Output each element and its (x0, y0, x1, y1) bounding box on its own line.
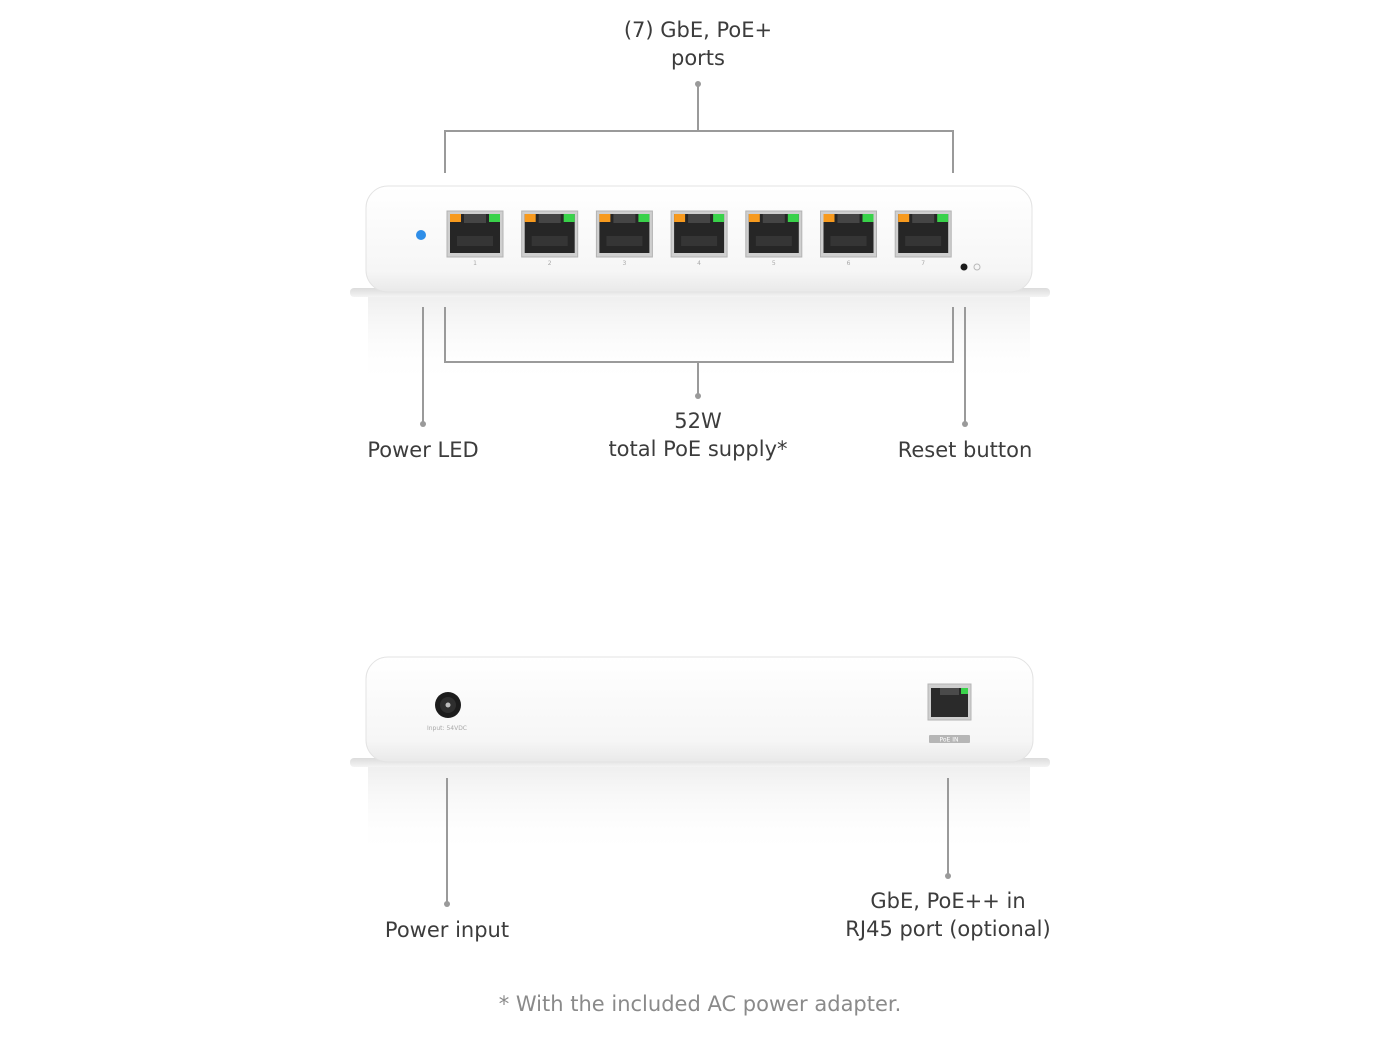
port-number-label: 2 (548, 260, 552, 267)
front-callout-dots (420, 81, 968, 427)
link-led (638, 214, 650, 222)
reset-icon (973, 263, 981, 271)
ports-callout-line2: ports (671, 46, 725, 70)
port-number-label: 7 (921, 260, 925, 267)
link-led (489, 214, 500, 222)
poe-in-port[interactable] (927, 683, 972, 721)
rj45-port[interactable]: 5 (745, 210, 803, 267)
activity-led (823, 214, 835, 222)
ports-callout: (7) GbE, PoE+ ports (598, 16, 798, 72)
reset-button[interactable] (960, 263, 968, 271)
port-number-label: 6 (847, 260, 851, 267)
port-number-label: 1 (473, 260, 477, 267)
power-led-callout: Power LED (367, 438, 479, 462)
ports-callout-line1: (7) GbE, PoE+ (623, 18, 773, 42)
activity-led (524, 214, 536, 222)
link-led (713, 214, 725, 222)
rj45-port[interactable]: 4 (670, 210, 728, 267)
port-number-label: 3 (622, 260, 626, 267)
rear-reflection (368, 766, 1030, 856)
poe-supply-callout-line2: total PoE supply* (608, 437, 788, 461)
activity-led (898, 214, 910, 222)
link-led (563, 214, 575, 222)
reset-button-callout: Reset button (897, 438, 1033, 462)
link-led (787, 214, 799, 222)
rj45-port[interactable]: 7 (894, 210, 952, 267)
activity-led (748, 214, 760, 222)
poe-supply-callout-line1: 52W (674, 409, 722, 433)
front-callout-lines (422, 84, 966, 424)
link-led (862, 214, 874, 222)
rear-callout-dots (444, 873, 951, 907)
activity-led (674, 214, 686, 222)
rj45-port[interactable]: 3 (595, 210, 653, 267)
poe-in-callout-line1: GbE, PoE++ in (870, 889, 1026, 913)
link-led (937, 214, 949, 222)
power-input-callout: Power input (384, 918, 510, 942)
front-view: 1 2 3 4 5 6 7 (350, 185, 1050, 386)
port-number-label: 4 (697, 260, 701, 267)
power-led (416, 230, 426, 240)
rear-callout-lines (446, 778, 949, 904)
poe-in-callout-line2: RJ45 port (optional) (845, 917, 1051, 941)
poe-in-callout: GbE, PoE++ in RJ45 port (optional) (828, 887, 1068, 943)
activity-led (599, 214, 611, 222)
footnote: * With the included AC power adapter. (498, 992, 902, 1016)
power-jack[interactable] (435, 692, 461, 718)
rj45-port[interactable]: 1 (446, 210, 504, 267)
activity-led (450, 214, 461, 222)
poe-supply-callout: 52W total PoE supply* (588, 407, 808, 463)
rear-body (365, 656, 1034, 763)
poe-in-port-label: PoE IN (939, 737, 958, 744)
rj45-port[interactable]: 2 (521, 210, 579, 267)
port-number-label: 5 (772, 260, 776, 267)
poe-in-label-plate (929, 735, 970, 743)
ports-bracket (444, 130, 954, 173)
front-ports: 1 2 3 4 5 6 7 (446, 210, 952, 267)
rj45-port[interactable]: 6 (820, 210, 877, 267)
power-jack-label: Input: 54VDC (427, 725, 467, 732)
rear-view: Input: 54VDC PoE IN (350, 656, 1050, 856)
